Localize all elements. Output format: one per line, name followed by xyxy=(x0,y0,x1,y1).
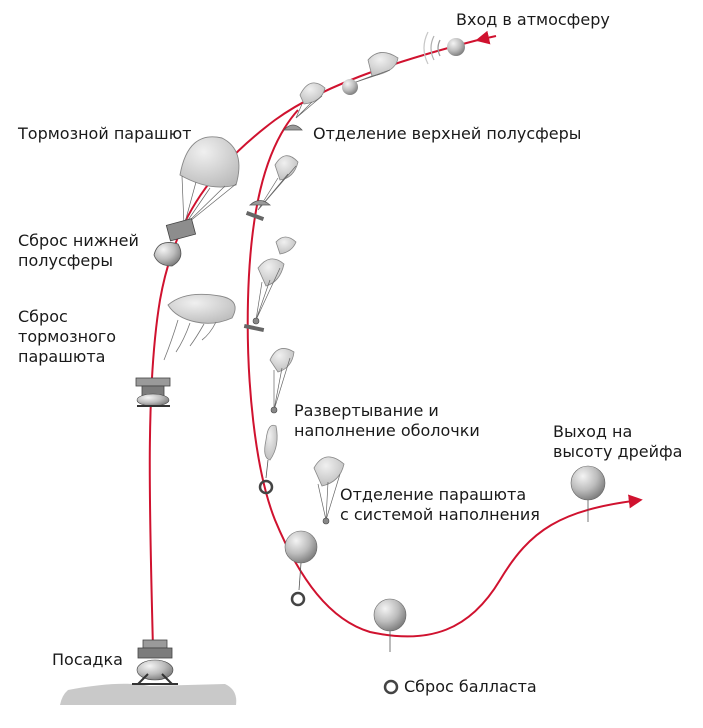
label-drogue-parachute-drop: Сброс тормозного парашюта xyxy=(18,307,117,366)
lander-on-ground xyxy=(132,639,178,685)
entry-arrow-head xyxy=(475,30,497,45)
upper-hemisphere-separation-stage xyxy=(283,82,326,131)
label-atmosphere-entry: Вход в атмосферу xyxy=(456,10,610,29)
label-ballast-drop: Сброс балласта xyxy=(404,677,537,696)
label-upper-hemisphere-separation: Отделение верхней полусферы xyxy=(313,124,582,143)
balloon-branch-parachute-2 xyxy=(243,236,297,333)
balloon-branch-parachute-3 xyxy=(269,348,295,414)
released-drogue-parachute xyxy=(163,293,236,361)
label-drogue-parachute: Тормозной парашют xyxy=(18,124,192,143)
label-landing: Посадка xyxy=(52,650,123,669)
balloon-trajectory xyxy=(246,109,643,638)
drogue-parachute-stage xyxy=(153,136,240,267)
ballast-icon xyxy=(383,679,399,695)
pilot-chute-deploy xyxy=(342,52,399,95)
entry-capsule xyxy=(423,31,465,65)
balloon-branch-parachute-1 xyxy=(245,155,299,221)
separating-parachute xyxy=(313,456,345,525)
lander-trajectory xyxy=(148,39,479,651)
label-drift-altitude: Выход на высоту дрейфа xyxy=(553,422,683,461)
label-balloon-deployment: Развертывание и наполнение оболочки xyxy=(294,401,480,440)
balloon-ballast-dropped xyxy=(373,598,407,652)
balloon-envelope-inflating xyxy=(258,424,278,495)
balloon-with-ballast xyxy=(284,530,318,607)
lander-descent xyxy=(135,377,171,407)
balloon-drift xyxy=(570,465,606,522)
label-lower-hemisphere-drop: Сброс нижней полусферы xyxy=(18,231,139,270)
ground-surface xyxy=(60,683,237,705)
label-parachute-separation: Отделение парашюта с системой наполнения xyxy=(340,485,540,524)
